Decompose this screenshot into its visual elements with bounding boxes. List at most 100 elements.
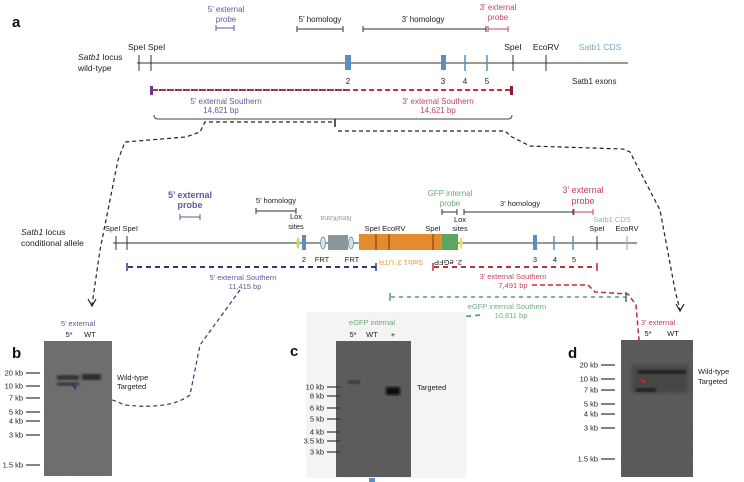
panel-label-c: c bbox=[290, 343, 298, 360]
cond-3-southern-size: 7,491 bp bbox=[498, 281, 527, 290]
panel-label-d: d bbox=[568, 345, 577, 362]
cond-spei-mid-label: SpeI bbox=[425, 224, 440, 233]
cond-lox1-label: Lox bbox=[290, 212, 302, 221]
gel-c-probe: eGFP internal bbox=[349, 318, 395, 327]
svg-text:3’ external: 3’ external bbox=[480, 3, 517, 12]
cond-lox1-label-2: sites bbox=[288, 222, 304, 231]
cond-utr-label: Satb1 3’ UTR bbox=[378, 258, 423, 267]
wt-exon-num-4: 4 bbox=[463, 77, 468, 86]
cond-exon-3 bbox=[533, 235, 537, 250]
svg-text:probe: probe bbox=[216, 15, 237, 24]
zoom-bracket bbox=[153, 114, 513, 120]
svg-text:5’ external: 5’ external bbox=[208, 5, 245, 14]
cond-3-external-probe: 3’ external probe bbox=[562, 185, 604, 215]
size-marker-label: 10 kb bbox=[306, 383, 324, 392]
frt-site-2 bbox=[348, 236, 354, 250]
gel-c-band-5star bbox=[348, 380, 360, 384]
gel-c-band-positive bbox=[386, 387, 400, 395]
gel-d-band-wt bbox=[638, 370, 686, 374]
wt-locus-label: Satb1 locus bbox=[78, 52, 122, 62]
size-marker-label: 7 kb bbox=[584, 386, 598, 395]
blue-connector bbox=[74, 289, 241, 407]
svg-text:3’ external: 3’ external bbox=[562, 185, 603, 195]
svg-text:probe: probe bbox=[177, 200, 202, 210]
cond-spei-left-label: SpeI SpeI bbox=[105, 224, 138, 233]
svg-text:5’ homology: 5’ homology bbox=[256, 196, 296, 205]
svg-text:probe: probe bbox=[488, 13, 509, 22]
gel-d-label-wildtype: Wild-type bbox=[698, 367, 729, 376]
size-marker-label: 5 kb bbox=[310, 415, 324, 424]
connector-left bbox=[91, 121, 332, 306]
cond-exon-4-num: 4 bbox=[553, 255, 557, 264]
wt-5-southern-label: 5’ external Southern bbox=[190, 97, 261, 106]
size-marker-label: 20 kb bbox=[5, 369, 23, 378]
egfp-block bbox=[442, 234, 458, 250]
size-marker-label: 1.5 kb bbox=[578, 455, 598, 464]
cond-exon-5-num: 5 bbox=[572, 255, 576, 264]
svg-text:3’ homology: 3’ homology bbox=[500, 199, 540, 208]
gel-b-lane-1: 5* bbox=[65, 330, 72, 339]
cond-gfp-internal-probe: GFP internal probe bbox=[428, 189, 473, 215]
cond-neokana-label: Neo/Kana bbox=[320, 214, 351, 221]
cond-exon-3-num: 3 bbox=[533, 255, 537, 264]
gel-c-markers: 10 kb8 kb6 kb5 kb4 kb3.5 kb3 kb bbox=[304, 383, 340, 457]
wt-3-external-probe: 3’ external probe bbox=[480, 3, 517, 32]
size-marker-label: 4 kb bbox=[310, 428, 324, 437]
cond-spei-right-label: SpeI bbox=[589, 224, 604, 233]
cond-5-homology: 5’ homology bbox=[255, 196, 297, 214]
size-marker-label: 7 kb bbox=[9, 394, 23, 403]
size-marker-label: 3 kb bbox=[9, 431, 23, 440]
gel-d-lane-1: 5* bbox=[644, 329, 651, 338]
wt-3-southern-size: 14,621 bp bbox=[420, 106, 456, 115]
cond-exon-2 bbox=[302, 235, 306, 250]
gel-b-band-wt-2 bbox=[82, 374, 101, 380]
size-marker-label: 5 kb bbox=[9, 408, 23, 417]
cond-ecorv-right-label: EcoRV bbox=[615, 224, 638, 233]
neo-kana-cassette bbox=[328, 235, 348, 250]
cond-5-southern-size: 11,415 bp bbox=[229, 282, 262, 291]
gel-d-band-targeted bbox=[636, 388, 656, 392]
size-marker-label: 4 kb bbox=[9, 417, 23, 426]
gel-d-probe: 3’ external bbox=[641, 318, 676, 327]
gel-b-label-wildtype: Wild-type bbox=[117, 373, 148, 382]
svg-text:GFP internal: GFP internal bbox=[428, 189, 473, 198]
svg-text:5’ external: 5’ external bbox=[168, 190, 212, 200]
size-marker-label: 3 kb bbox=[584, 424, 598, 433]
lox-site-2 bbox=[459, 237, 463, 249]
wt-locus-label-line2: wild-type bbox=[77, 63, 112, 73]
cond-spei-ecorv-label: SpeI EcoRV bbox=[365, 224, 406, 233]
gel-b-band-targeted bbox=[57, 382, 79, 386]
lox-site-1 bbox=[296, 237, 300, 249]
wt-ecorv-label: EcoRV bbox=[533, 42, 560, 52]
cond-frt2-label: FRT bbox=[345, 255, 360, 264]
gel-d-label-targeted: Targeted bbox=[698, 377, 727, 386]
cond-lox2-label: Lox bbox=[454, 215, 466, 224]
cond-egfp-label: 2. eGFP bbox=[434, 258, 462, 267]
size-marker-label: 20 kb bbox=[580, 361, 598, 370]
wt-3-homology: 3’ homology bbox=[362, 15, 487, 32]
size-marker-label: 10 kb bbox=[580, 375, 598, 384]
red-connector bbox=[532, 284, 643, 376]
connector-right bbox=[338, 130, 681, 311]
wt-5-homology: 5’ homology bbox=[296, 15, 344, 32]
wt-exon-3 bbox=[441, 55, 446, 70]
gel-b-image bbox=[44, 341, 112, 476]
cond-lox2-label-2: sites bbox=[452, 224, 468, 233]
panel-label-b: b bbox=[12, 345, 21, 362]
gel-b-lane-2: WT bbox=[84, 330, 96, 339]
gel-b-probe: 5’ external bbox=[61, 319, 96, 328]
cond-cds-label: Satb1 CDS bbox=[593, 215, 631, 224]
gel-c-lane-1: 5* bbox=[349, 330, 356, 339]
size-marker-label: 4 kb bbox=[584, 410, 598, 419]
cond-3-southern-label: 3’ external Southern bbox=[480, 272, 547, 281]
wt-exon-num-5: 5 bbox=[485, 77, 490, 86]
frt-site-1 bbox=[320, 236, 326, 250]
wt-spei-right-label: SpeI bbox=[504, 42, 522, 52]
wt-exons-label: Satb1 exons bbox=[572, 77, 616, 86]
size-marker-label: 3.5 kb bbox=[304, 437, 324, 446]
cond-5-external-probe: 5’ external probe bbox=[168, 190, 212, 220]
size-marker-label: 8 kb bbox=[310, 392, 324, 401]
cond-locus-label-line2: conditional allele bbox=[21, 238, 84, 248]
svg-text:probe: probe bbox=[440, 199, 461, 208]
